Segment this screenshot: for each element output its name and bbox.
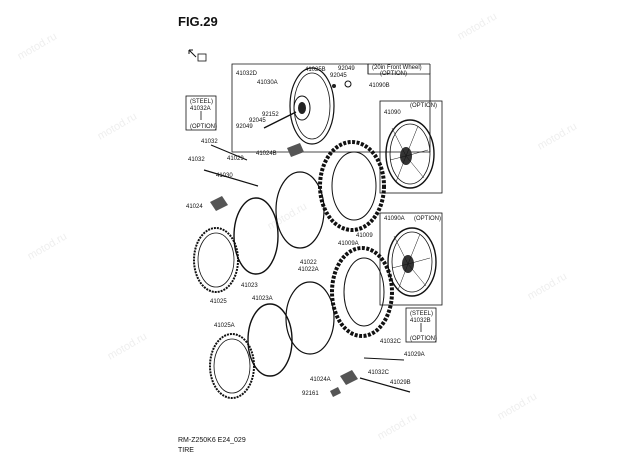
- part-41032C-a: 41032C: [380, 339, 402, 345]
- steel-right-box: [405, 307, 437, 343]
- valve-cap-icon: [330, 387, 341, 397]
- steel-left-box: [185, 95, 217, 131]
- part-41024: 41024: [186, 204, 203, 210]
- option-41090-box: [379, 100, 443, 194]
- rim-tape-upper-drawing: [233, 197, 279, 275]
- part-41030A: 41030A: [257, 80, 278, 86]
- steel-left-option: (OPTION): [190, 124, 217, 130]
- watermark-text: motod.ru: [376, 410, 420, 442]
- part-41032C-b: 41032C: [368, 370, 390, 376]
- watermark-text: motod.ru: [456, 10, 500, 42]
- part-41032-a: 41032: [201, 139, 218, 145]
- steel-left-label: (STEEL): [190, 99, 213, 105]
- section-label: TIRE: [178, 447, 194, 454]
- steel-right-label: (STEEL): [410, 311, 433, 317]
- part-41029B: 41029B: [390, 380, 411, 386]
- part-41029: 41029: [227, 156, 244, 162]
- part-41029A: 41029A: [404, 352, 425, 358]
- part-41032-b: 41032: [188, 157, 205, 163]
- rim-lock-icon: [340, 370, 358, 385]
- part-92049-a: 92049: [338, 66, 355, 72]
- spoked-wheel-upper: [385, 119, 435, 189]
- front-wheel-box: [231, 63, 431, 153]
- watermark-text: motod.ru: [106, 330, 150, 362]
- rim-lower-drawing: [213, 338, 251, 394]
- part-92045-b: 92045: [249, 118, 266, 124]
- part-41025A: 41025A: [214, 323, 235, 329]
- watermark-text: motod.ru: [26, 230, 70, 262]
- front-direction-arrow-icon: [188, 49, 207, 62]
- part-41090: 41090: [384, 110, 401, 116]
- steel-right-part: 41032B: [410, 318, 431, 324]
- front-20in-option: (OPTION): [380, 71, 407, 77]
- watermark-text: motod.ru: [16, 30, 60, 62]
- part-41009: 41009: [356, 233, 373, 239]
- rim-lock-icon: [210, 196, 228, 211]
- tire-upper-drawing: [318, 140, 386, 232]
- spoked-wheel-lower: [387, 227, 437, 297]
- watermark-layer: motod.ru motod.ru motod.ru motod.ru moto…: [16, 10, 580, 442]
- watermark-text: motod.ru: [526, 270, 570, 302]
- part-92049-b: 92049: [236, 124, 253, 130]
- part-41023A: 41023A: [252, 296, 273, 302]
- watermark-text: motod.ru: [96, 110, 140, 142]
- steel-left-part: 41032A: [190, 106, 211, 112]
- part-41090B: 41090B: [369, 83, 390, 89]
- watermark-text: motod.ru: [266, 200, 310, 232]
- tube-upper-drawing: [275, 171, 325, 249]
- part-41022: 41022: [300, 260, 317, 266]
- model-code: RM-Z250K6 E24_029: [178, 437, 246, 444]
- steel-right-option: (OPTION): [410, 336, 437, 342]
- part-41024B: 41024B: [256, 151, 277, 157]
- part-41009A: 41009A: [338, 241, 359, 247]
- part-92152: 92152: [262, 112, 279, 118]
- seal-icon: [344, 80, 352, 88]
- part-92161: 92161: [302, 391, 319, 397]
- part-41023: 41023: [241, 283, 258, 289]
- watermark-text: motod.ru: [496, 390, 540, 422]
- part-41024A: 41024A: [310, 377, 331, 383]
- front-20in-title: (20in Front Wheel): [372, 65, 422, 71]
- figure-title: FIG.29: [178, 14, 218, 29]
- part-92045-a: 92045: [330, 73, 347, 79]
- rim-upper-drawing: [197, 232, 235, 288]
- front-rim-drawing: [263, 67, 335, 145]
- option-41090: (OPTION): [410, 103, 437, 109]
- option-41090a: (OPTION): [414, 216, 441, 222]
- rim-tape-lower-drawing: [247, 303, 293, 377]
- tire-lower-drawing: [330, 246, 394, 338]
- part-41032D: 41032D: [236, 71, 258, 77]
- part-41025: 41025: [210, 299, 227, 305]
- tube-lower-drawing: [285, 281, 335, 355]
- bearing-icon: [332, 84, 336, 88]
- watermark-text: motod.ru: [536, 120, 580, 152]
- part-41022A: 41022A: [298, 267, 319, 273]
- part-41090A: 41090A: [384, 216, 405, 222]
- part-41025B: 41025B: [305, 67, 326, 73]
- rim-lock-icon: [287, 143, 304, 157]
